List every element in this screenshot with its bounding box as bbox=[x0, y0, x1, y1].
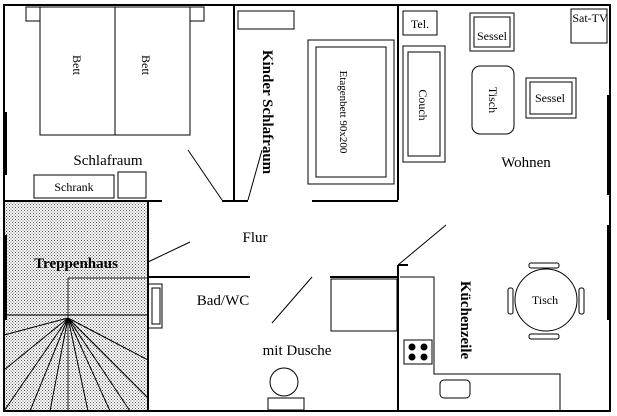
hallway-label: Flur bbox=[242, 230, 267, 246]
couch-label: Couch bbox=[416, 89, 430, 120]
kitchenette-label: Küchenzeile bbox=[457, 281, 473, 360]
double-bed bbox=[25, 6, 205, 136]
wardrobe-label: Schrank bbox=[54, 180, 93, 194]
kids-room-label: Kinder Schlafraum bbox=[259, 50, 275, 175]
couch bbox=[402, 45, 446, 163]
toilet bbox=[267, 367, 305, 411]
shower-tray bbox=[330, 278, 398, 332]
living-table-label: Tisch bbox=[486, 87, 500, 113]
armchair-right-label: Sessel bbox=[535, 91, 566, 105]
shower-label: mit Dusche bbox=[263, 343, 332, 359]
living-label: Wohnen bbox=[501, 155, 551, 171]
bed-left-label: Bett bbox=[70, 55, 84, 76]
washbasin bbox=[147, 283, 163, 329]
armchair-right bbox=[525, 77, 577, 119]
stove bbox=[403, 339, 433, 365]
bedroom-label: Schlafraum bbox=[73, 153, 142, 169]
kitchen-counter bbox=[400, 276, 561, 410]
phone-label: Tel. bbox=[411, 17, 429, 31]
sat-tv-label: Sat-TV bbox=[572, 11, 608, 25]
kids-shelf bbox=[237, 10, 295, 30]
bathroom-label: Bad/WC bbox=[197, 293, 250, 309]
windows bbox=[3, 95, 611, 320]
outer-walls bbox=[3, 4, 611, 412]
dining-table bbox=[507, 262, 585, 340]
wardrobe bbox=[33, 174, 115, 199]
door-swings bbox=[147, 149, 447, 324]
interior-walls bbox=[4, 6, 408, 411]
bunk-bed bbox=[307, 39, 395, 185]
sink bbox=[439, 379, 471, 399]
bunk-bed-label: Etagenbett 90x200 bbox=[337, 71, 349, 154]
armchair-top-label: Sessel bbox=[477, 29, 508, 43]
wardrobe-side bbox=[117, 171, 147, 199]
phone-table bbox=[402, 10, 438, 36]
dining-table-label: Tisch bbox=[532, 293, 558, 307]
living-table bbox=[471, 65, 515, 135]
stairwell bbox=[3, 200, 149, 412]
stairwell-label: Treppenhaus bbox=[34, 256, 118, 272]
armchair-top bbox=[469, 12, 515, 52]
bed-right-label: Bett bbox=[139, 55, 153, 76]
sat-tv-box bbox=[570, 8, 608, 44]
